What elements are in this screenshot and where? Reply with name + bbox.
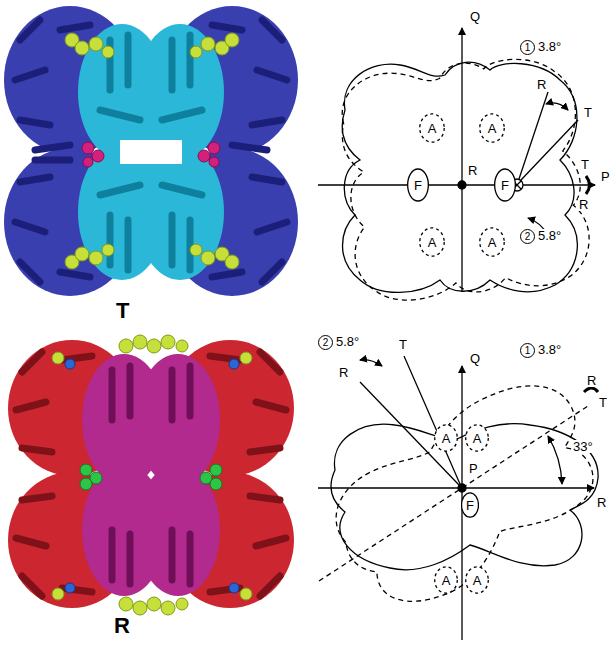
- callout-number: 2: [318, 335, 333, 350]
- subunit-ellipse: A: [434, 424, 458, 452]
- angle-label: 33°: [572, 440, 594, 453]
- subunit-ellipse: A: [465, 566, 489, 594]
- subunit-ellipse: A: [465, 424, 489, 452]
- subunit-letter: F: [414, 179, 422, 192]
- angle-label: 5.8°: [537, 229, 562, 242]
- axis-label: Q: [469, 352, 481, 365]
- subunit-ellipse: A: [419, 227, 445, 257]
- state-label: T: [598, 396, 608, 409]
- r-state-structure: [8, 335, 294, 615]
- state-label: T: [580, 158, 590, 171]
- subunit-letter: A: [488, 122, 497, 135]
- angle-label: 3.8°: [537, 343, 562, 356]
- axis-label: Q: [469, 10, 481, 23]
- subunit-ellipse: F: [407, 168, 429, 202]
- subunit-ellipse: A: [479, 227, 505, 257]
- subunit-ellipse: A: [419, 113, 445, 143]
- subunit-letter: A: [428, 236, 437, 249]
- state-label: R: [467, 164, 478, 177]
- subunit-ellipse: A: [479, 113, 505, 143]
- state-label: R: [536, 78, 547, 91]
- subunit-letter: A: [428, 122, 437, 135]
- t-schematic: [318, 28, 595, 305]
- t-state-structure: [4, 6, 298, 296]
- state-label: R: [338, 366, 349, 379]
- axis-label: R: [596, 496, 607, 509]
- subunit-ellipse: F: [461, 492, 479, 518]
- angle-label: 3.8°: [537, 40, 562, 53]
- subunit-ellipse: F: [494, 168, 516, 202]
- subunit-letter: A: [488, 236, 497, 249]
- state-label: T: [398, 338, 408, 351]
- subunit-ellipse: A: [434, 566, 458, 594]
- axis-label: P: [600, 170, 611, 183]
- angle-label: 5.8°: [335, 335, 360, 348]
- callout-number: 2: [520, 229, 535, 244]
- axis-label: P: [468, 462, 479, 475]
- subunit-letter: A: [442, 432, 451, 445]
- state-label: T: [116, 300, 129, 322]
- subunit-letter: A: [473, 432, 482, 445]
- callout-number: 1: [520, 40, 535, 55]
- r-schematic: [317, 356, 612, 640]
- subunit-letter: A: [473, 574, 482, 587]
- callout-number: 1: [520, 343, 535, 358]
- state-label: R: [586, 374, 597, 387]
- state-label: R: [114, 615, 130, 637]
- state-label: R: [578, 198, 589, 211]
- subunit-letter: F: [501, 179, 509, 192]
- state-label: T: [583, 106, 593, 119]
- subunit-letter: F: [466, 499, 474, 512]
- subunit-letter: A: [442, 574, 451, 587]
